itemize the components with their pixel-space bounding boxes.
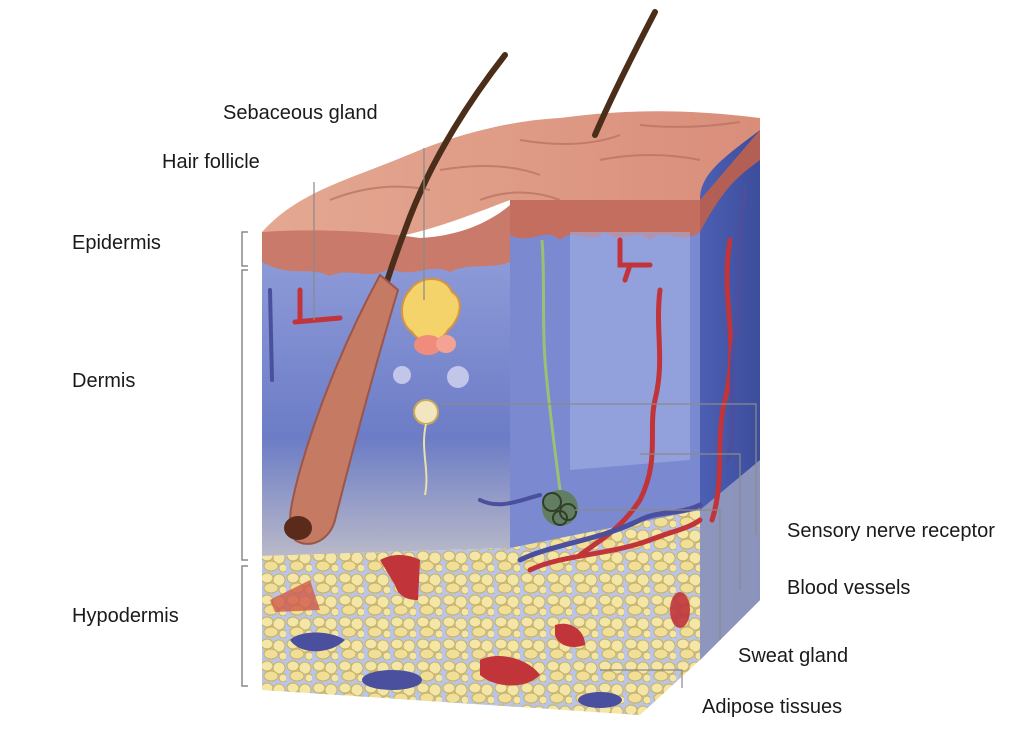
label-sebaceous-gland: Sebaceous gland (223, 103, 378, 123)
layer-brackets (242, 232, 248, 686)
label-hair-follicle: Hair follicle (162, 152, 260, 172)
label-adipose-tissues: Adipose tissues (702, 697, 842, 717)
hypodermis-bracket (242, 566, 248, 686)
hair-bulb (284, 516, 312, 540)
dermis-bracket (242, 270, 248, 560)
epidermis-bracket (242, 232, 248, 266)
label-blood-vessels: Blood vessels (787, 578, 910, 598)
label-hypodermis: Hypodermis (72, 606, 179, 626)
label-sensory-nerve-receptor: Sensory nerve receptor (787, 521, 995, 541)
label-epidermis: Epidermis (72, 233, 161, 253)
label-dermis: Dermis (72, 371, 135, 391)
label-sweat-gland: Sweat gland (738, 646, 848, 666)
